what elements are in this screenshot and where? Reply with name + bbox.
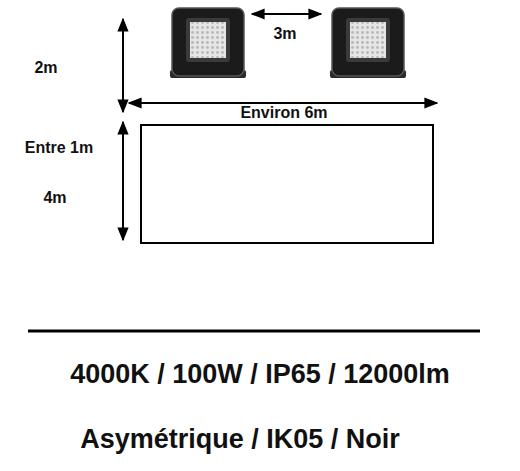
dimension-arrow	[122, 19, 124, 112]
lit-area	[141, 125, 433, 243]
floodlight	[330, 8, 406, 78]
dimension-arrow	[122, 122, 124, 240]
dimension-label: Environ 6m	[237, 104, 330, 122]
floodlight	[170, 8, 246, 78]
spec-line: 4000K / 100W / IP65 / 12000lm	[70, 360, 450, 390]
dimension-label: 3m	[273, 25, 296, 43]
spec-line: Asymétrique / IK05 / Noir	[80, 425, 400, 455]
separator-line	[28, 330, 480, 333]
dimension-label: 4m	[43, 189, 66, 207]
dimension-arrow	[252, 13, 321, 15]
dimension-label: 2m	[34, 59, 57, 77]
dimension-label: Entre 1m	[25, 139, 93, 157]
